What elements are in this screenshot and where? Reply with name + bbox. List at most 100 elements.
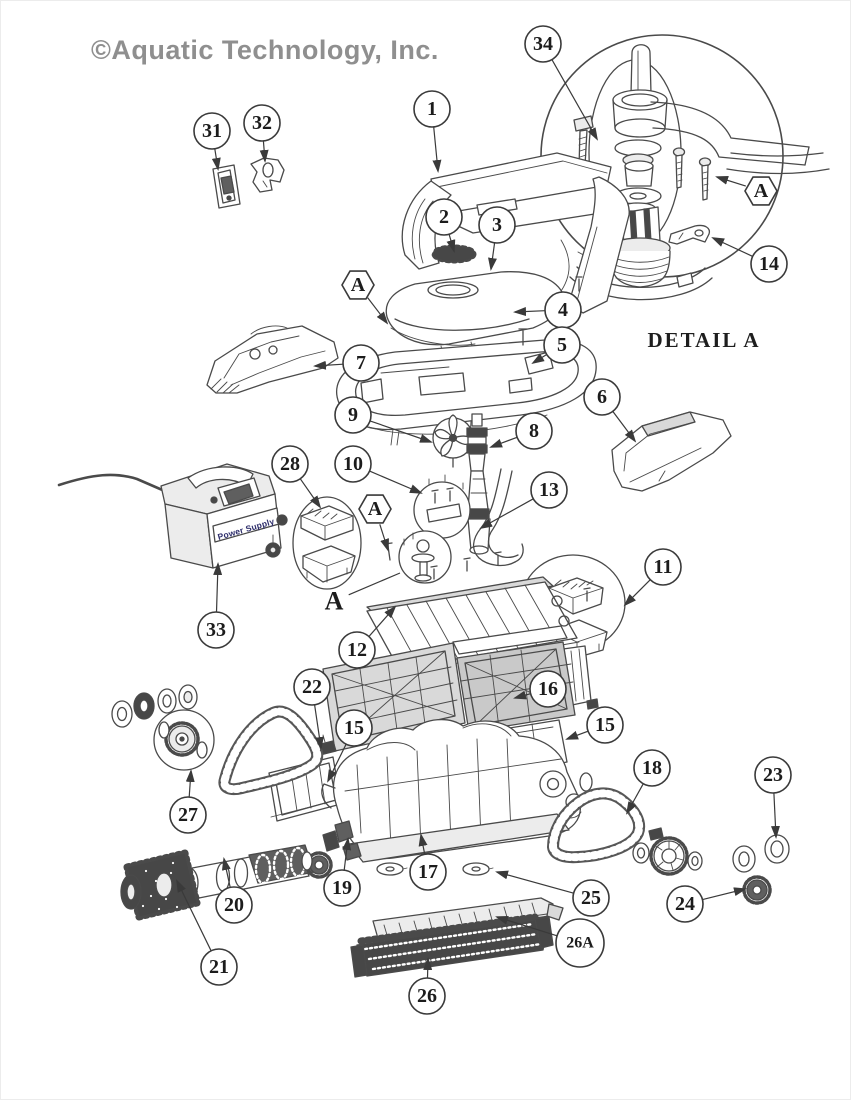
callout-20: 20 xyxy=(215,857,253,924)
svg-text:11: 11 xyxy=(654,556,673,578)
svg-text:12: 12 xyxy=(347,639,367,661)
svg-text:6: 6 xyxy=(597,386,607,408)
part-brush-roller xyxy=(179,844,333,899)
callout-1: 1 xyxy=(413,90,451,173)
callout-24: 24 xyxy=(666,885,747,923)
svg-text:28: 28 xyxy=(280,453,300,475)
svg-text:25: 25 xyxy=(581,887,601,909)
callout-15-right: 15 xyxy=(565,706,624,744)
callout-26A: 26A xyxy=(495,915,605,968)
svg-text:4: 4 xyxy=(558,299,568,321)
part-cable-guide xyxy=(472,468,524,567)
part-32-clip xyxy=(250,157,285,193)
svg-text:15: 15 xyxy=(344,717,364,739)
detail-screws xyxy=(672,147,712,201)
callout-32: 32 xyxy=(243,104,281,163)
part-power-supply: Power Supply xyxy=(57,463,288,569)
callout-34: 34 xyxy=(524,25,598,141)
callout-25: 25 xyxy=(495,870,610,917)
callout-33: 33 xyxy=(197,562,235,649)
part-gear-assembly xyxy=(111,684,215,771)
part-side-panel-right xyxy=(611,411,732,492)
callout-A-plain: A xyxy=(325,572,401,616)
callout-28: 28 xyxy=(271,445,322,509)
part-frame-ring xyxy=(336,276,597,446)
svg-text:5: 5 xyxy=(557,334,567,356)
callout-7: 7 xyxy=(313,344,380,382)
svg-text:15: 15 xyxy=(595,714,615,736)
svg-text:14: 14 xyxy=(759,253,779,275)
part-motor-block xyxy=(366,551,591,674)
part-valve-detail xyxy=(383,530,452,584)
callout-21: 21 xyxy=(176,879,238,986)
svg-text:26: 26 xyxy=(417,985,437,1007)
callout-23: 23 xyxy=(754,756,792,839)
callout-27: 27 xyxy=(169,769,207,834)
part-washers xyxy=(376,862,494,876)
callout-2: 2 xyxy=(425,198,463,253)
watermark-text: ©Aquatic Technology, Inc. xyxy=(91,35,439,65)
svg-text:19: 19 xyxy=(332,877,352,899)
svg-text:20: 20 xyxy=(224,894,244,916)
callout-12: 12 xyxy=(338,605,397,669)
svg-text:27: 27 xyxy=(178,804,198,826)
part-track-chain-left xyxy=(218,705,324,796)
svg-text:22: 22 xyxy=(302,676,322,698)
svg-text:10: 10 xyxy=(343,453,363,475)
svg-text:A: A xyxy=(754,180,769,202)
callout-16: 16 xyxy=(513,670,567,708)
callout-14: 14 xyxy=(711,237,788,283)
callout-A-mid: A xyxy=(358,494,392,552)
svg-text:31: 31 xyxy=(202,120,222,142)
callout-5: 5 xyxy=(531,326,581,365)
svg-text:26A: 26A xyxy=(566,935,594,952)
svg-text:A: A xyxy=(325,587,344,616)
svg-text:32: 32 xyxy=(252,112,272,134)
callout-22: 22 xyxy=(293,668,331,750)
svg-text:A: A xyxy=(368,498,383,520)
callout-A-detail: A xyxy=(715,176,778,206)
svg-text:17: 17 xyxy=(418,861,438,883)
part-axle-hardware xyxy=(632,834,790,905)
svg-text:9: 9 xyxy=(348,404,358,426)
callout-26: 26 xyxy=(408,957,446,1015)
svg-text:18: 18 xyxy=(642,757,662,779)
callout-8: 8 xyxy=(489,412,553,450)
svg-text:21: 21 xyxy=(209,956,229,978)
svg-text:2: 2 xyxy=(439,206,449,228)
part-31-sensor xyxy=(212,164,241,209)
part-cable-swivel xyxy=(466,413,491,555)
part-top-cover xyxy=(385,271,565,355)
svg-text:13: 13 xyxy=(539,479,559,501)
callout-9: 9 xyxy=(334,396,433,443)
svg-text:3: 3 xyxy=(492,214,502,236)
svg-text:34: 34 xyxy=(533,33,553,55)
callout-11: 11 xyxy=(623,548,682,607)
part-spiky-brush xyxy=(120,849,201,921)
callout-6: 6 xyxy=(583,378,637,443)
callout-4: 4 xyxy=(513,291,582,329)
callout-17: 17 xyxy=(409,833,447,891)
part-impeller xyxy=(432,414,474,468)
part-brush-pad xyxy=(431,244,477,264)
svg-text:23: 23 xyxy=(763,764,783,786)
svg-text:16: 16 xyxy=(538,678,558,700)
callout-3: 3 xyxy=(478,206,516,271)
part-bottom-body xyxy=(321,719,593,863)
part-side-panel-left xyxy=(206,325,339,394)
callout-31: 31 xyxy=(193,112,231,171)
callout-18: 18 xyxy=(626,749,671,815)
callout-13: 13 xyxy=(479,471,568,529)
detail-clip xyxy=(668,224,711,245)
callout-19: 19 xyxy=(323,837,361,907)
svg-text:A: A xyxy=(351,274,366,296)
svg-text:7: 7 xyxy=(356,352,366,374)
part-bracket-detail xyxy=(413,474,471,539)
svg-text:8: 8 xyxy=(529,420,539,442)
svg-text:33: 33 xyxy=(206,619,226,641)
detail-a-label: DETAIL A xyxy=(647,328,760,352)
callout-10: 10 xyxy=(334,445,423,494)
